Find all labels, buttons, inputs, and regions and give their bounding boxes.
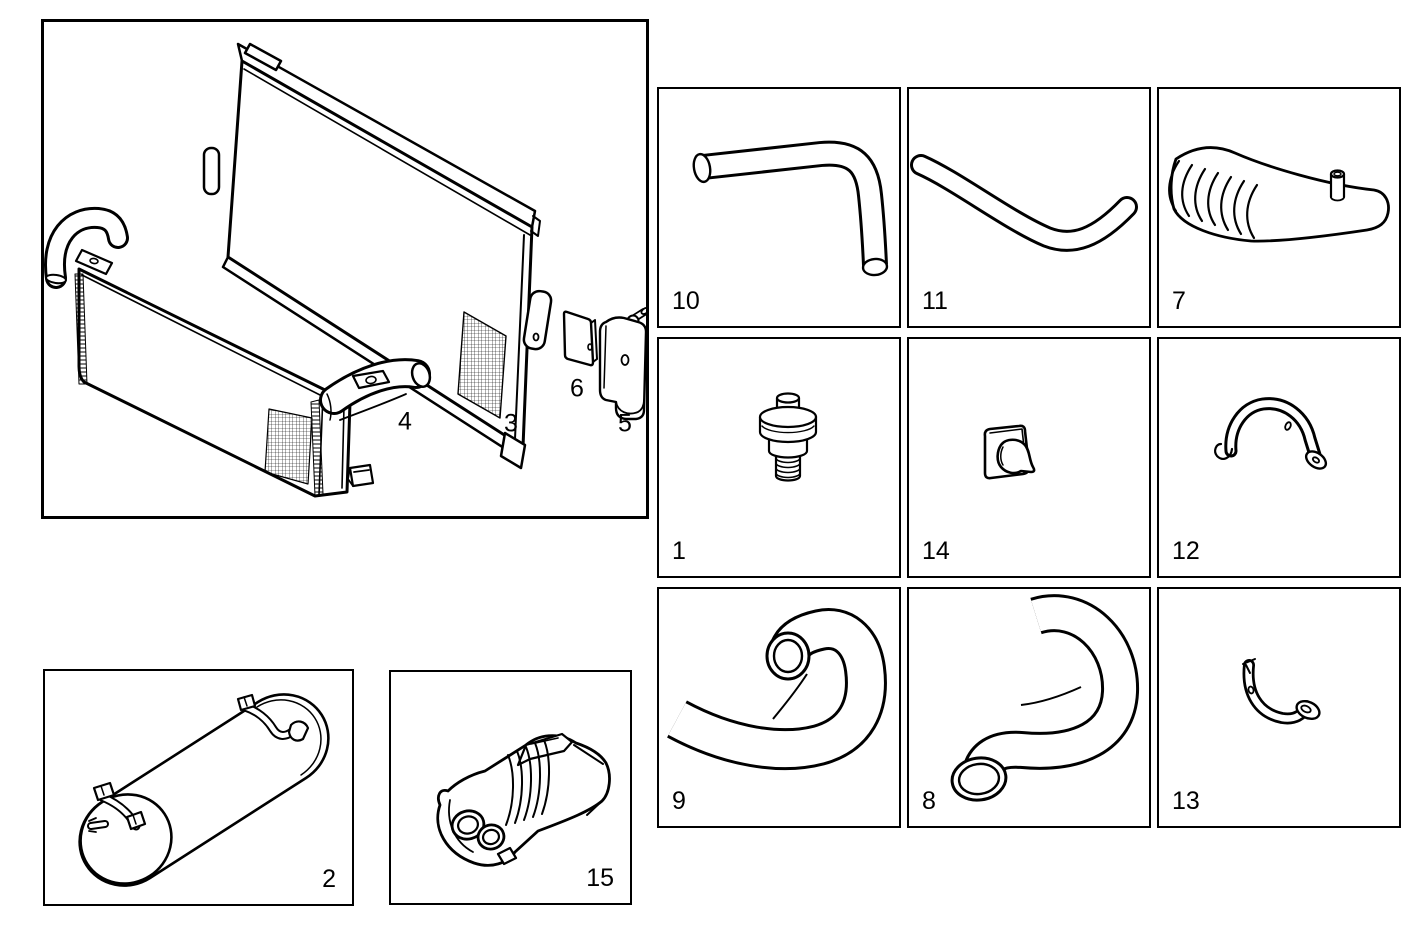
part-cell-11[interactable]: 11 — [907, 87, 1151, 328]
part-cell-12[interactable]: 12 — [1157, 337, 1401, 578]
part-number-label: 1 — [672, 537, 686, 565]
curved-hose-illustration — [910, 154, 1138, 252]
part-number-label: 12 — [1172, 537, 1200, 565]
grommet-illustration — [983, 424, 1036, 480]
pad-part6 — [562, 310, 598, 367]
connector-illustration — [436, 732, 611, 867]
part-number-label: 9 — [672, 787, 686, 815]
part-number-label: 14 — [922, 537, 950, 565]
part-cell-13[interactable]: 13 — [1157, 587, 1401, 828]
part-cell-9[interactable]: 9 — [657, 587, 901, 828]
assembly-illustration — [44, 42, 646, 498]
part-number-label: 3 — [504, 409, 518, 438]
part-number-label: 11 — [922, 287, 948, 315]
part-number-label: 4 — [398, 407, 412, 436]
part-cell-1[interactable]: 1 — [657, 337, 901, 578]
bracket-part5 — [598, 307, 646, 421]
part-number-label: 5 — [618, 409, 632, 438]
assembly-panel[interactable]: 4 3 6 5 — [41, 19, 649, 519]
clamp-upper-illustration — [1214, 397, 1328, 470]
reservoir-tank-illustration — [78, 693, 330, 887]
large-hose-illustration — [667, 608, 887, 771]
part-cell-14[interactable]: 14 — [907, 337, 1151, 578]
s-hose-illustration — [950, 594, 1139, 802]
part-cell-2[interactable]: 2 — [43, 669, 354, 906]
part-number-label: 8 — [922, 787, 936, 815]
part-number-label: 13 — [1172, 787, 1200, 815]
part-cell-8[interactable]: 8 — [907, 587, 1151, 828]
elbow-hose-illustration — [692, 140, 889, 277]
part-cell-15[interactable]: 15 — [389, 670, 632, 905]
corrugated-duct-illustration — [1168, 146, 1390, 243]
part-number-label: 6 — [570, 374, 584, 403]
radiator-panel-part3 — [202, 42, 553, 470]
intercooler-part4 — [44, 206, 432, 498]
part-number-label: 2 — [322, 865, 336, 893]
threaded-plug-illustration — [758, 392, 818, 482]
part-cell-7[interactable]: 7 — [1157, 87, 1401, 328]
part-number-label: 10 — [672, 287, 700, 315]
part-number-label: 7 — [1172, 287, 1186, 315]
part-cell-10[interactable]: 10 — [657, 87, 901, 328]
part-number-label: 15 — [586, 864, 614, 892]
clamp-lower-illustration — [1242, 658, 1321, 725]
